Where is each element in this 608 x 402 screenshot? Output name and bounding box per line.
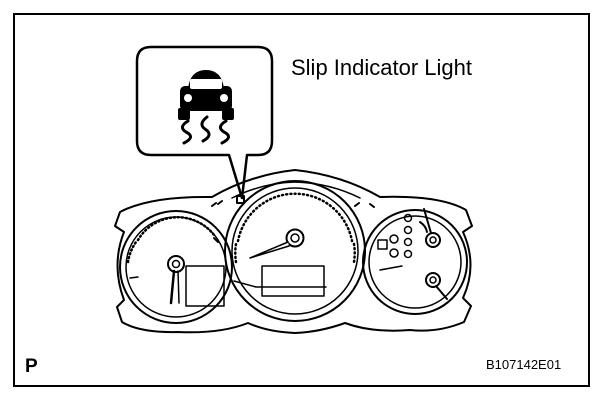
diagram-frame <box>13 13 590 387</box>
skid-car-icon <box>178 70 234 145</box>
fuel-temp-gauge <box>362 208 468 315</box>
figure-code: B107142E01 <box>486 357 562 372</box>
corner-letter: P <box>25 356 38 377</box>
tachometer-gauge <box>119 210 233 324</box>
callout-bubble <box>135 45 274 200</box>
housing-indicator-marks <box>211 200 375 208</box>
slip-indicator-lamp <box>236 195 245 204</box>
cluster-housing <box>114 169 473 334</box>
slip-indicator-label: Slip Indicator Light <box>291 55 472 80</box>
speedometer-gauge <box>224 180 366 322</box>
